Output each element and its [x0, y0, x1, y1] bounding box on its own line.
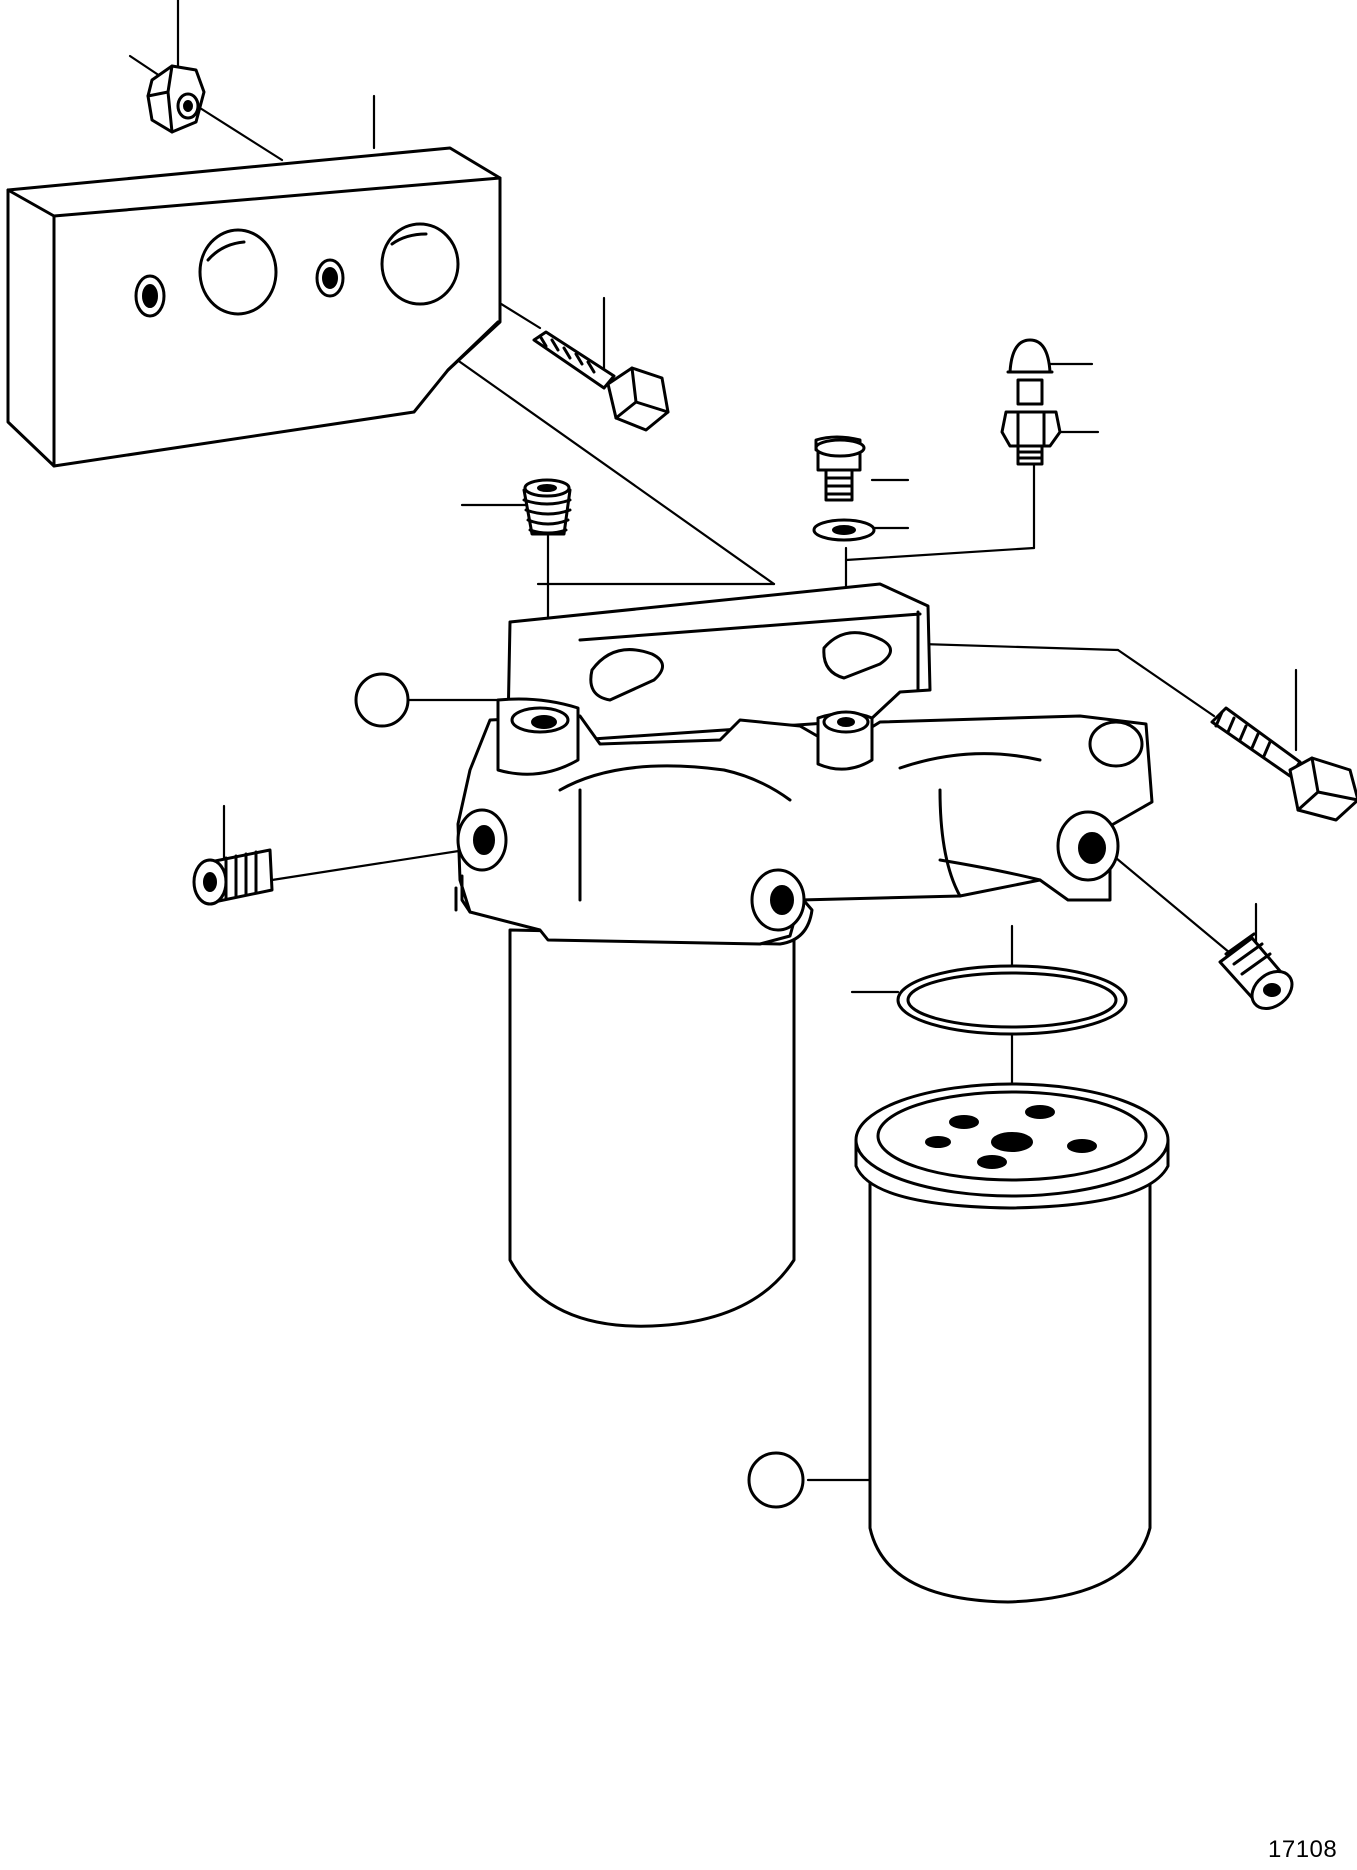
threaded-plug-left	[192, 848, 274, 906]
filter-head	[454, 582, 1154, 1328]
plug-screw-and-washer	[812, 435, 876, 542]
threaded-plug-right	[1218, 932, 1294, 1011]
fuel-filter-cartridge	[854, 1082, 1170, 1604]
bleed-nipple-assembly	[1000, 338, 1062, 466]
lock-nut	[146, 64, 206, 134]
reference-circle-filter	[747, 1451, 805, 1509]
threaded-plug-top	[522, 478, 572, 536]
flange-bolt-right	[1210, 706, 1357, 822]
mounting-bracket-plate	[6, 146, 502, 468]
reference-circle-bracket	[354, 672, 410, 728]
flange-bolt-center	[532, 330, 670, 432]
figure-number: 17108	[1268, 1836, 1338, 1863]
o-ring	[896, 964, 1128, 1036]
